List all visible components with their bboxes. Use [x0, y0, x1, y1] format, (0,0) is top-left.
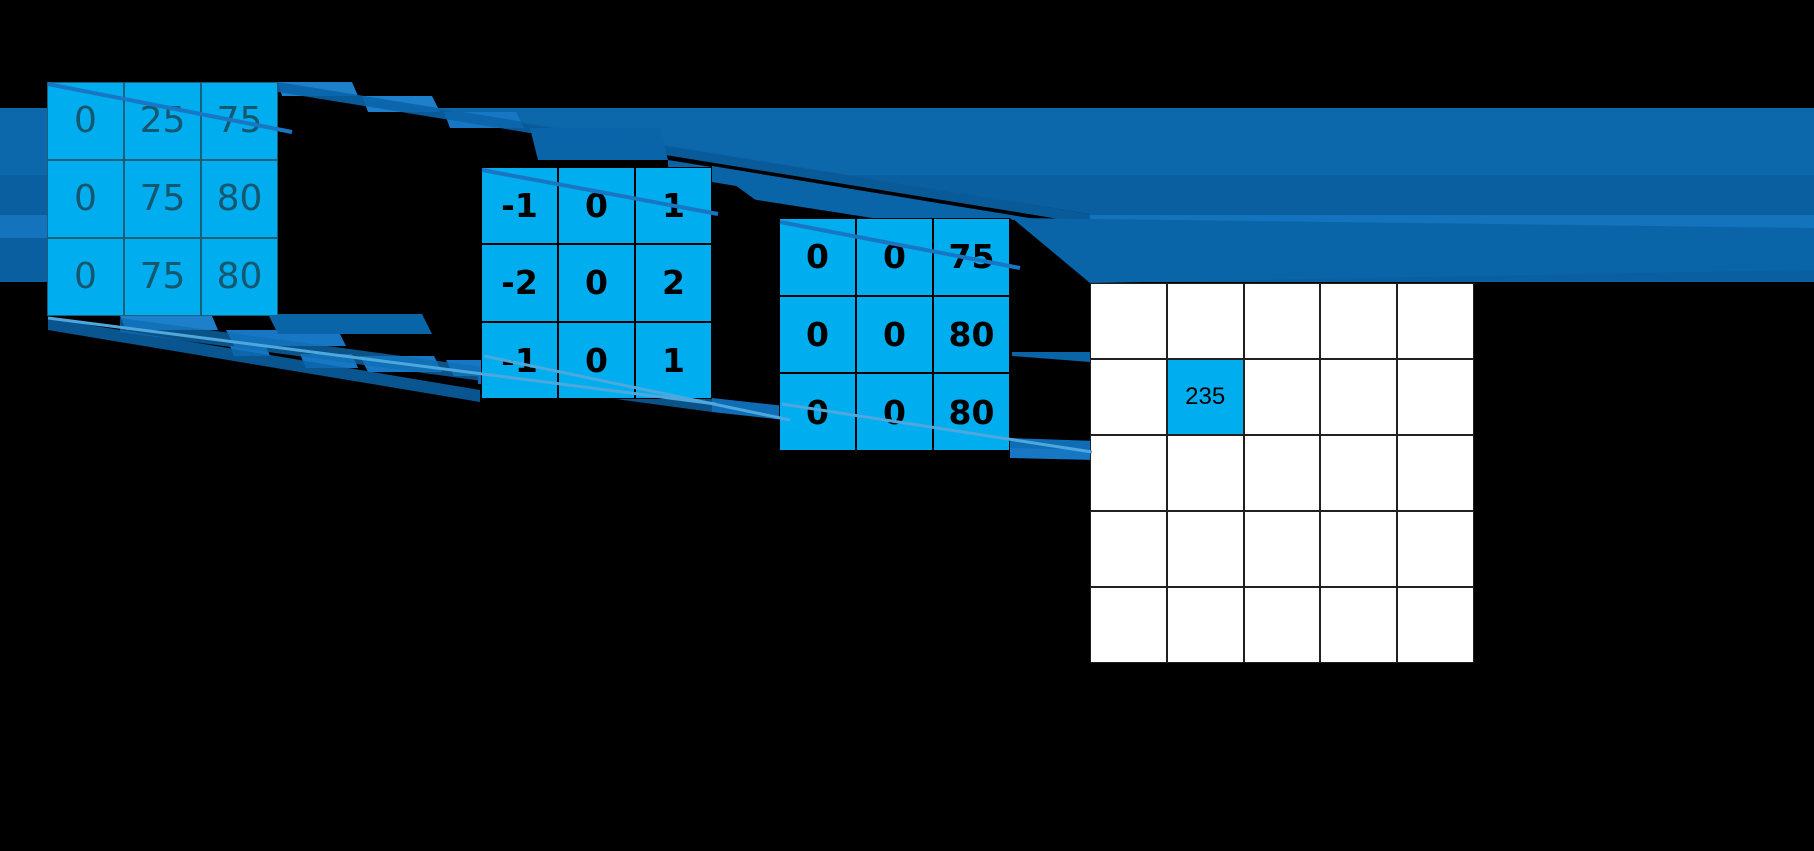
- matrix-sobel-kernel: -1 0 1 -2 0 2 -1 0 1: [481, 167, 712, 399]
- kernel-cell-r1c2: 2: [635, 244, 712, 322]
- kernel-cell-r2c1: 0: [558, 321, 635, 399]
- output-cell-r2c0: [1090, 435, 1167, 511]
- input-cell-r1c1: 75: [124, 160, 201, 238]
- output-cell-r1c2: [1243, 359, 1321, 435]
- output-cell-r0c1: [1166, 283, 1244, 359]
- output-cell-r3c2: [1243, 511, 1321, 587]
- output-cell-r1c4: [1397, 359, 1474, 435]
- product-cell-r1c2: 80: [933, 295, 1010, 374]
- input-cell-r0c1: 25: [124, 82, 201, 160]
- input-cell-r0c0: 0: [47, 82, 124, 160]
- kernel-cell-r1c0: -2: [481, 244, 558, 322]
- output-cell-r0c4: [1397, 283, 1474, 359]
- output-cell-r2c2: [1243, 435, 1321, 511]
- kernel-cell-r1c1: 0: [558, 244, 635, 322]
- output-cell-r0c3: [1320, 283, 1398, 359]
- product-cell-r1c1: 0: [856, 295, 933, 374]
- output-cell-r3c4: [1397, 511, 1474, 587]
- product-cell-r2c0: 0: [779, 373, 856, 451]
- kernel-cell-r0c2: 1: [635, 167, 712, 245]
- input-cell-r2c2: 80: [201, 238, 278, 316]
- kernel-cell-r0c1: 0: [558, 167, 635, 245]
- kernel-cell-r2c0: -1: [481, 321, 558, 399]
- output-cell-r1c3: [1320, 359, 1398, 435]
- product-cell-r2c2: 80: [933, 373, 1010, 451]
- output-cell-r4c3: [1320, 587, 1398, 663]
- output-cell-r0c2: [1243, 283, 1321, 359]
- output-cell-r4c1: [1166, 587, 1244, 663]
- input-cell-r2c1: 75: [124, 238, 201, 316]
- input-cell-r0c2: 75: [201, 82, 278, 160]
- product-cell-r1c0: 0: [779, 295, 856, 374]
- product-cell-r0c2: 75: [933, 218, 1010, 296]
- output-cell-r4c0: [1090, 587, 1167, 663]
- product-cell-r2c1: 0: [856, 373, 933, 451]
- product-cell-r0c1: 0: [856, 218, 933, 296]
- output-cell-r3c3: [1320, 511, 1398, 587]
- output-cell-r4c2: [1243, 587, 1321, 663]
- matrix-elementwise-product: 0 0 75 0 0 80 0 0 80: [779, 218, 1010, 451]
- output-cell-r2c3: [1320, 435, 1398, 511]
- output-cell-r2c1: [1166, 435, 1244, 511]
- matrix-input-patch: 0 25 75 0 75 80 0 75 80: [47, 82, 278, 316]
- input-cell-r2c0: 0: [47, 238, 124, 316]
- output-feature-map: 235: [1090, 283, 1474, 663]
- output-cell-r3c1: [1166, 511, 1244, 587]
- output-cell-r3c0: [1090, 511, 1167, 587]
- output-cell-r1c1-highlight: 235: [1166, 359, 1244, 435]
- output-cell-r0c0: [1090, 283, 1167, 359]
- input-cell-r1c0: 0: [47, 160, 124, 238]
- output-cell-r2c4: [1397, 435, 1474, 511]
- product-cell-r0c0: 0: [779, 218, 856, 296]
- output-cell-r4c4: [1397, 587, 1474, 663]
- output-cell-r1c0: [1090, 359, 1167, 435]
- kernel-cell-r0c0: -1: [481, 167, 558, 245]
- input-cell-r1c2: 80: [201, 160, 278, 238]
- kernel-cell-r2c2: 1: [635, 321, 712, 399]
